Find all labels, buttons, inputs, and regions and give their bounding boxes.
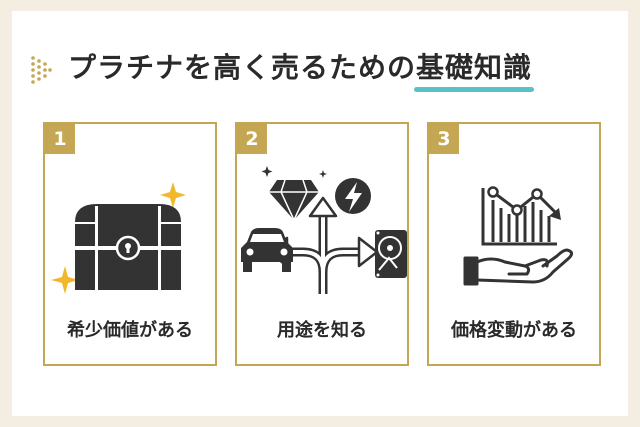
- card-uses: 2: [235, 122, 409, 366]
- diamond-icon: [261, 166, 327, 221]
- card-price: 3: [427, 122, 601, 366]
- card-number: 3: [429, 124, 459, 154]
- card-number: 1: [45, 124, 75, 154]
- treasure-chest-icon: [51, 182, 186, 294]
- card-number: 2: [237, 124, 267, 154]
- sparkle-icon: [160, 182, 186, 208]
- price-chart-hand-icon: [463, 186, 574, 286]
- hard-disk-icon: [375, 230, 407, 278]
- card-label: 希少価値がある: [67, 320, 193, 341]
- title-main: プラチナを高く売るための: [68, 51, 417, 84]
- lightning-icon: [335, 178, 371, 214]
- hand-icon: [463, 248, 574, 286]
- chevron-dots-icon: [31, 56, 52, 84]
- card-rarity: 1 希少価値がある: [43, 122, 217, 366]
- page-title: プラチナを高く売るための基礎知識: [68, 46, 588, 92]
- car-icon: [241, 228, 293, 272]
- title-highlight: 基礎知識: [414, 46, 535, 92]
- sparkle-icon: [51, 266, 79, 294]
- card-label: 価格変動がある: [451, 320, 577, 341]
- branching-uses-icon: [241, 166, 407, 294]
- card-label: 用途を知る: [277, 320, 367, 341]
